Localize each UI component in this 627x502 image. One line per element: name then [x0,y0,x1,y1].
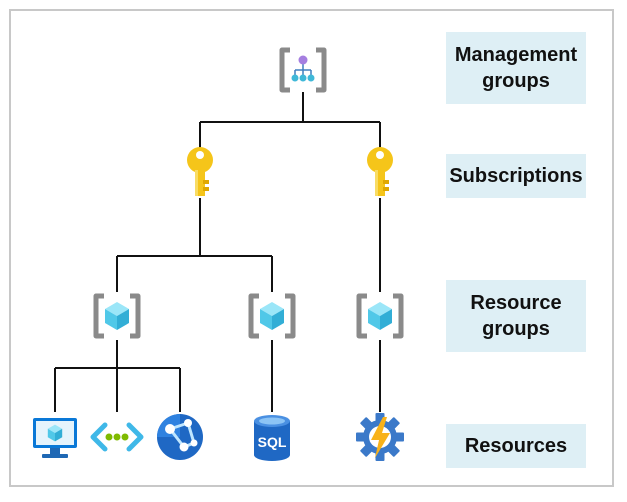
label-resource-groups: Resource groups [446,280,586,352]
label-resources: Resources [446,424,586,468]
label-text: Management groups [454,44,578,92]
label-text: Subscriptions [449,165,583,187]
subscription-key-icon [187,147,213,196]
virtual-machine-icon [33,418,77,458]
resource-group-icon [96,296,138,336]
function-app-icon [356,413,404,461]
sql-database-icon: SQL [254,415,290,461]
web-app-icon [157,414,203,460]
connector-lines [54,92,381,412]
virtual-network-icon [90,422,144,452]
sql-label: SQL [258,434,287,450]
label-subscriptions: Subscriptions [446,154,586,198]
management-group-icon [282,50,324,90]
resource-group-icon [251,296,293,336]
label-management-groups: Management groups [446,32,586,104]
subscription-key-icon [367,147,393,196]
label-text: Resource groups [470,292,562,340]
resource-group-icon [359,296,401,336]
label-text: Resources [464,435,568,457]
